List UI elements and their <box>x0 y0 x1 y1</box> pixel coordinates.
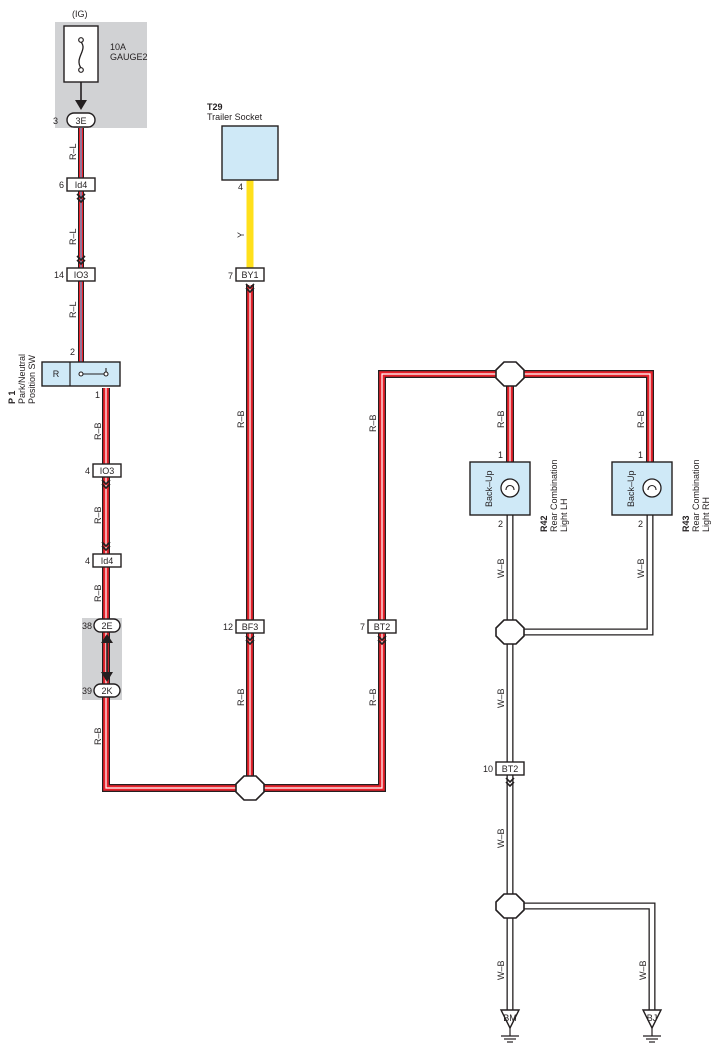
p1-pin-bottom: 1 <box>95 390 100 400</box>
wire-label-rb-r1: R–B <box>368 414 378 432</box>
connector-bt2-upper-label: BT2 <box>374 622 391 632</box>
connector-3e-label: 3E <box>75 116 86 126</box>
connector-io3-upper-label: IO3 <box>74 270 89 280</box>
wire-label-rl-2: R–L <box>68 228 78 245</box>
wire-label-rb-l3: R–B <box>93 584 103 602</box>
t29-code: T29 <box>207 102 223 112</box>
r42-bulb-label: Back–Up <box>484 470 494 507</box>
connector-2e-label: 2E <box>101 621 112 631</box>
wire-label-wb-6: W–B <box>638 960 648 980</box>
r43-bulb-label: Back–Up <box>626 470 636 507</box>
wire-label-rb-c2: R–B <box>236 688 246 706</box>
p1-name-line2: Position SW <box>27 354 37 404</box>
wire-label-rb-c1: R–B <box>236 410 246 428</box>
connector-id4-lower-label: Id4 <box>101 556 114 566</box>
fuse-name: GAUGE2 <box>110 52 148 62</box>
connector-io3-upper <box>66 267 96 282</box>
wire-label-wb-1: W–B <box>496 558 506 578</box>
rear-light-rh <box>611 461 673 516</box>
connector-bf3-label: BF3 <box>242 622 259 632</box>
junction-wb-bottom <box>495 893 525 919</box>
pin-bt2-upper: 7 <box>360 622 365 632</box>
junction-rb-top <box>495 361 525 387</box>
connector-by1-label: BY1 <box>241 270 258 280</box>
connector-3e <box>66 112 96 128</box>
connector-2e <box>93 618 121 633</box>
r42-pin-bottom: 2 <box>498 519 503 529</box>
pin-io3-upper: 14 <box>54 270 64 280</box>
ground-bj-label: BJ <box>647 1013 658 1023</box>
wire-label-y: Y <box>236 232 246 238</box>
wire-label-rb-l1: R–B <box>93 422 103 440</box>
wire-label-wb-5: W–B <box>496 960 506 980</box>
t29-pin: 4 <box>238 182 243 192</box>
pin-id4-upper: 6 <box>59 180 64 190</box>
pin-by1: 7 <box>228 271 233 281</box>
connector-2k <box>93 683 121 698</box>
arrow-double-icon <box>101 634 113 682</box>
trailer-socket <box>221 125 279 181</box>
r42-pin-top: 1 <box>498 450 503 460</box>
fuse-source: (IG) <box>72 9 88 19</box>
pin-2e: 38 <box>82 621 92 631</box>
connector-io3-lower-label: IO3 <box>100 466 115 476</box>
pin-bf3: 12 <box>223 622 233 632</box>
r43-code: R43 <box>681 515 691 532</box>
fuse-icon <box>78 37 84 73</box>
wire-rb-main <box>102 370 654 792</box>
r42-name-line1: Rear Combination <box>549 459 559 532</box>
connector-id4-lower <box>92 553 122 568</box>
wire-wb <box>506 515 656 1010</box>
rear-light-lh <box>469 461 531 516</box>
connector-bt2-upper <box>367 619 397 634</box>
connector-bt2-lower-label: BT2 <box>502 764 519 774</box>
bulb-icon <box>642 478 662 498</box>
pin-bt2-lower: 10 <box>483 764 493 774</box>
wire-label-wb-2: W–B <box>636 558 646 578</box>
connector-2k-label: 2K <box>101 686 112 696</box>
connector-bt2-lower <box>495 761 525 776</box>
connector-bf3 <box>235 619 265 634</box>
pin-2k: 39 <box>82 686 92 696</box>
wire-label-rb-l4: R–B <box>93 727 103 745</box>
switch-icon <box>78 368 109 377</box>
arrow-down-icon <box>75 100 87 110</box>
bulb-icon <box>500 478 520 498</box>
connector-io3-lower <box>92 463 122 478</box>
r43-name-line2: Light RH <box>701 497 711 532</box>
ground-bm-label: BM <box>503 1013 517 1023</box>
r43-pin-bottom: 2 <box>638 519 643 529</box>
wire-label-rb-lh: R–B <box>496 410 506 428</box>
wire-label-wb-4: W–B <box>496 828 506 848</box>
junction-rb-bottom <box>235 775 265 801</box>
connector-id4-upper <box>66 177 96 192</box>
wire-label-rb-r2: R–B <box>368 688 378 706</box>
pin-io3-lower: 4 <box>85 466 90 476</box>
pin-3e: 3 <box>53 116 58 126</box>
wire-label-rb-rh: R–B <box>636 410 646 428</box>
connector-by1 <box>235 267 265 282</box>
wire-label-rb-l2: R–B <box>93 506 103 524</box>
p1-name-line1: Park/Neutral <box>17 354 27 404</box>
r42-code: R42 <box>539 515 549 532</box>
r42-name-line2: Light LH <box>559 498 569 532</box>
r43-pin-top: 1 <box>638 450 643 460</box>
junction-wb-middle <box>495 619 525 645</box>
wire-label-rl-3: R–L <box>68 301 78 318</box>
fuse-rating: 10A <box>110 42 126 52</box>
r43-name-line1: Rear Combination <box>691 459 701 532</box>
pin-id4-lower: 4 <box>85 556 90 566</box>
connector-id4-upper-label: Id4 <box>75 180 88 190</box>
p1-position: R <box>53 369 60 379</box>
t29-name: Trailer Socket <box>207 112 263 122</box>
wire-label-rl-1: R–L <box>68 143 78 160</box>
wire-label-wb-3: W–B <box>496 688 506 708</box>
p1-code: P 1 <box>7 391 17 404</box>
p1-pin-top: 2 <box>70 347 75 357</box>
